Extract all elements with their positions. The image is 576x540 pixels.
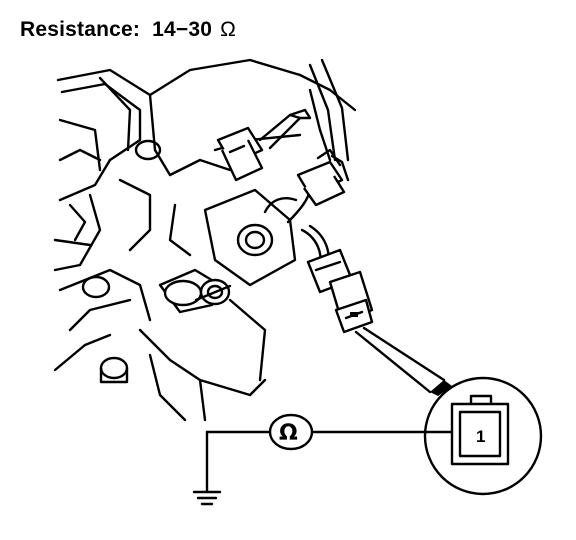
knock-sensor-icon [158,126,297,314]
spec-label: Resistance: [20,18,141,41]
connector-icon [306,248,374,334]
ohmmeter-symbol: Ω [279,421,298,446]
engine-block [53,58,357,422]
spec-value: 14−30 [152,18,213,41]
ohmmeter-icon [268,413,314,451]
ohmmeter-circuit: Ω [205,413,454,494]
ground-icon [192,490,222,506]
terminal-label: 1 [476,427,485,446]
resistance-spec: Resistance: 14−30 Ω [20,18,236,42]
inset-leader [354,326,452,396]
upper-pipe [258,58,350,162]
connector-inset: 1 [423,376,543,496]
spec-unit: Ω [220,18,236,41]
